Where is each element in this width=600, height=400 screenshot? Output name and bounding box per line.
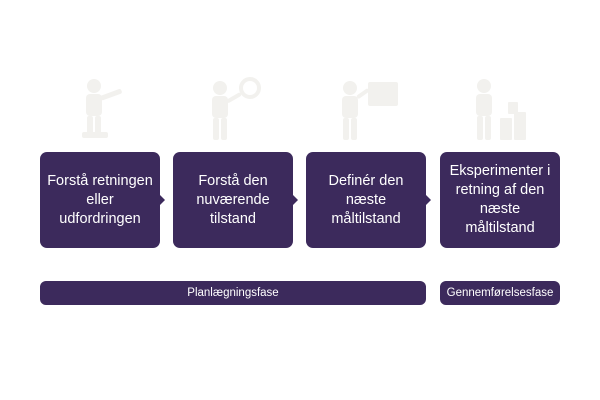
arrow-right-icon	[426, 195, 431, 205]
step-experiment: Eksperimenter i retning af den næste mål…	[440, 152, 560, 248]
step-understand-direction: Forstå retningen eller udfordringen	[40, 152, 160, 248]
step-target-condition: Definér den næste måltilstand	[306, 152, 426, 248]
arrow-right-icon	[293, 195, 298, 205]
person-boxes-icon	[464, 76, 534, 142]
execution-phase-bar: Gennemførelsesfase	[440, 281, 560, 305]
planning-phase-bar: Planlægningsfase	[40, 281, 426, 305]
arrow-right-icon	[160, 195, 165, 205]
person-pointing-icon	[70, 76, 140, 142]
person-board-icon	[332, 76, 402, 142]
person-magnifier-icon	[198, 76, 268, 142]
step-current-condition: Forstå den nuværende tilstand	[173, 152, 293, 248]
faded-illustrations	[0, 0, 600, 150]
